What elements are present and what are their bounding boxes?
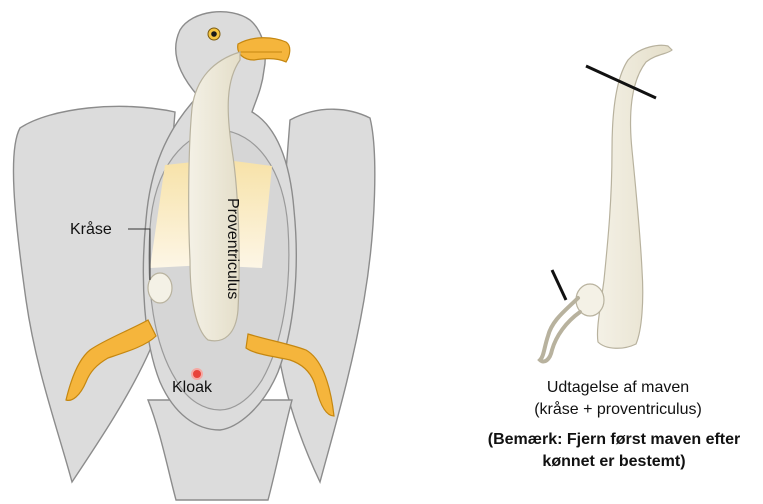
extracted-stomach: [540, 45, 672, 361]
cut-line-bottom: [552, 270, 566, 300]
beak: [238, 38, 290, 62]
caption-line-2: (kråse + proventriculus): [534, 400, 702, 418]
note-line-2: kønnet er bestemt): [542, 453, 685, 470]
proventriculus-label: Proventriculus: [224, 198, 241, 299]
cloaca-label: Kloak: [172, 379, 213, 396]
caption-line-1: Udtagelse af maven: [547, 379, 689, 396]
crop-label: Kråse: [70, 220, 112, 238]
intestine-stub: [540, 298, 580, 362]
esophagus-extracted: [597, 45, 672, 348]
bird-illustration: [13, 12, 374, 500]
eye-pupil: [211, 31, 217, 37]
cloaca-dot: [192, 369, 202, 379]
note-line-1: (Bemærk: Fjern først maven efter: [488, 431, 741, 448]
gizzard: [148, 273, 172, 303]
